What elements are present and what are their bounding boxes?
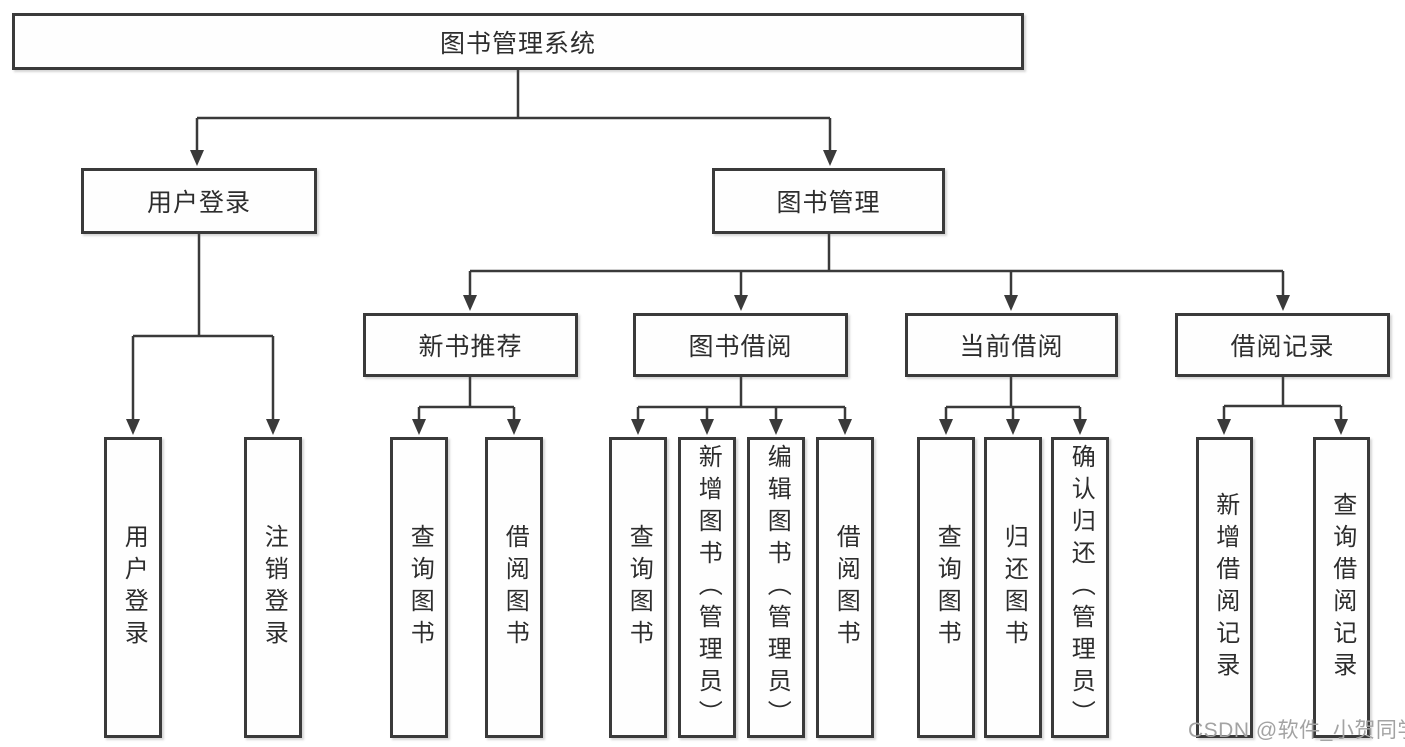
- node-label: 借阅记录: [1230, 333, 1335, 361]
- leaf-query-books-current: 查询图书: [917, 437, 975, 738]
- leaf-edit-books-admin: 编辑图书（管理员）: [747, 437, 805, 738]
- leaf-label: 新增借阅记录: [1211, 491, 1239, 684]
- leaf-add-borrow-record: 新增借阅记录: [1196, 437, 1253, 738]
- leaf-label: 注销登录: [260, 523, 288, 652]
- node-label: 图书借阅: [688, 333, 793, 361]
- leaf-label: 确认归还（管理员）: [1067, 443, 1095, 732]
- leaf-label: 查询图书: [406, 523, 434, 652]
- watermark: CSDN @软件_小贺同学: [1188, 719, 1405, 742]
- node-label: 用户登录: [146, 189, 251, 217]
- leaf-label: 查询图书: [933, 523, 961, 652]
- node-new-book-recommendation: 新书推荐: [363, 313, 578, 377]
- leaf-add-books-admin: 新增图书（管理员）: [678, 437, 736, 738]
- leaf-label: 借阅图书: [832, 523, 860, 652]
- leaf-return-books: 归还图书: [984, 437, 1042, 738]
- node-book-borrowing: 图书借阅: [633, 313, 848, 377]
- leaf-user-login: 用户登录: [104, 437, 162, 738]
- node-root-system: 图书管理系统: [12, 13, 1024, 70]
- leaf-borrow-books-borrowing: 借阅图书: [816, 437, 874, 738]
- tree-connector-lines: [131, 70, 1343, 421]
- leaf-label: 新增图书（管理员）: [694, 443, 722, 732]
- leaf-label: 用户登录: [120, 523, 148, 652]
- leaf-query-books: 查询图书: [390, 437, 448, 738]
- node-book-management: 图书管理: [712, 168, 945, 234]
- leaf-label: 归还图书: [1000, 523, 1028, 652]
- node-label: 图书管理: [776, 189, 881, 217]
- leaf-query-books-borrowing: 查询图书: [609, 437, 667, 738]
- leaf-logout: 注销登录: [244, 437, 302, 738]
- leaf-label: 借阅图书: [501, 523, 529, 652]
- node-borrowing-records: 借阅记录: [1175, 313, 1390, 377]
- leaf-label: 编辑图书（管理员）: [763, 443, 791, 732]
- leaf-label: 查询图书: [625, 523, 653, 652]
- leaf-borrow-books: 借阅图书: [485, 437, 543, 738]
- node-label: 新书推荐: [418, 333, 523, 361]
- leaf-label: 查询借阅记录: [1328, 491, 1356, 684]
- node-user-login: 用户登录: [81, 168, 317, 234]
- node-label: 图书管理系统: [439, 29, 596, 58]
- node-current-borrowing: 当前借阅: [905, 313, 1118, 377]
- leaf-confirm-return-admin: 确认归还（管理员）: [1051, 437, 1109, 738]
- node-label: 当前借阅: [959, 333, 1064, 361]
- leaf-query-borrow-record: 查询借阅记录: [1313, 437, 1370, 738]
